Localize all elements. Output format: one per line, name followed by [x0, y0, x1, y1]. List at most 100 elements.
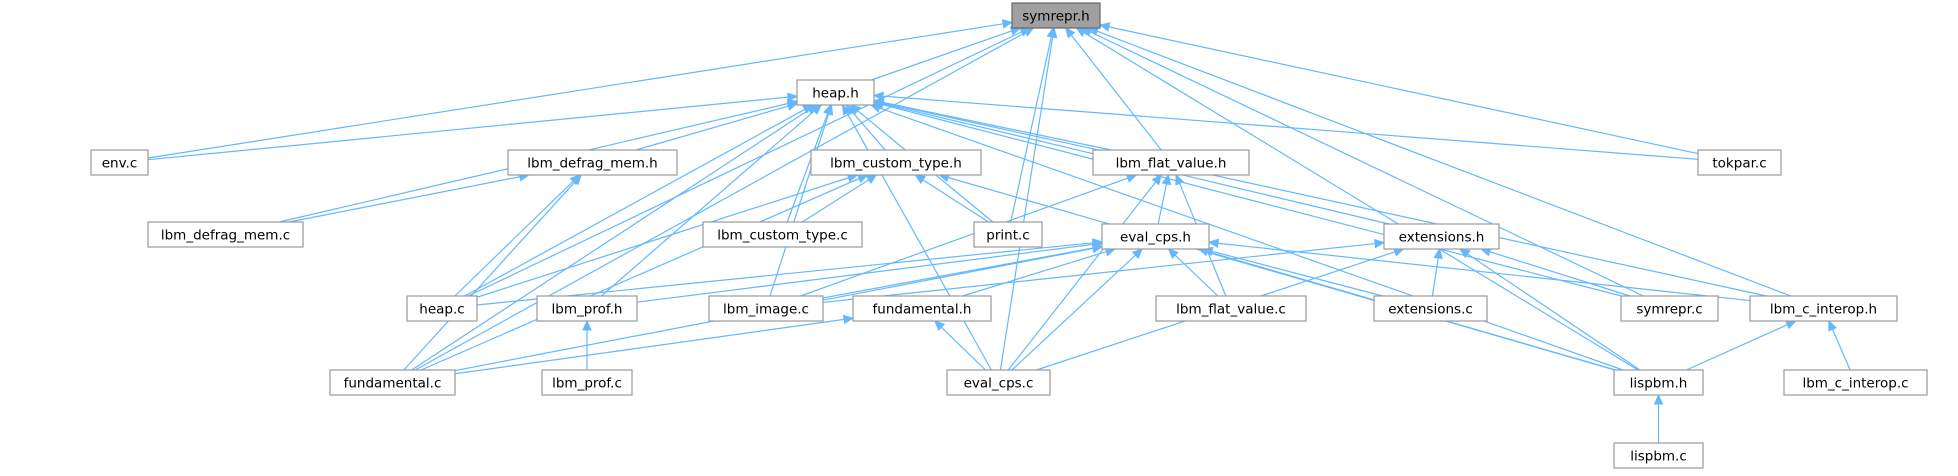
node-fundamental-h[interactable]: fundamental.h: [852, 295, 992, 322]
edge-env_c-to-symrepr_h: [147, 19, 1014, 159]
node-label: lispbm.c: [1630, 449, 1687, 465]
node-label: lbm_c_interop.h: [1770, 302, 1877, 318]
edge-eval_cps_c-to-fundamental_h: [934, 320, 986, 371]
node-lispbm-c[interactable]: lispbm.c: [1613, 442, 1704, 469]
arrowhead: [1785, 320, 1797, 330]
edge-env_c-to-heap_h: [147, 92, 799, 161]
edge-lbm_c_interop_h-to-eval_cps_h: [1207, 238, 1751, 302]
node-label: extensions.c: [1388, 302, 1473, 318]
edge-fundamental_c-to-fundamental_h: [454, 314, 855, 375]
edge-eval_cps_c-to-lbm_flat_value_h: [1007, 174, 1162, 371]
node-symrepr-c[interactable]: symrepr.c: [1620, 295, 1719, 322]
node-fundamental-c[interactable]: fundamental.c: [329, 369, 456, 396]
node-eval-cps-c[interactable]: eval_cps.c: [946, 369, 1051, 396]
arrowhead: [1175, 173, 1185, 186]
node-box: [702, 221, 863, 248]
node-box: [1783, 369, 1928, 396]
node-label: heap.h: [812, 86, 859, 102]
edge-fundamental_h-to-eval_cps_h: [962, 247, 1117, 297]
node-tokpar-c[interactable]: tokpar.c: [1697, 149, 1782, 176]
node-lbm-custom-type-h[interactable]: lbm_custom_type.h: [810, 149, 982, 176]
edge-fundamental_c-to-lbm_defrag_mem_h: [403, 174, 582, 371]
node-box: [329, 369, 456, 396]
node-lbm-prof-h[interactable]: lbm_prof.h: [536, 295, 638, 322]
node-lispbm-h[interactable]: lispbm.h: [1613, 369, 1704, 396]
edge-lbm_prof_c-to-lbm_prof_h: [582, 319, 592, 370]
node-box: [90, 149, 149, 176]
arrowhead: [786, 98, 799, 109]
node-heap-c[interactable]: heap.c: [406, 295, 478, 322]
arrowhead: [872, 91, 884, 101]
node-label: lbm_prof.c: [552, 376, 622, 392]
node-lbm-defrag-mem-c[interactable]: lbm_defrag_mem.c: [147, 221, 304, 248]
node-box: [1749, 295, 1898, 322]
node-label: symrepr.c: [1636, 302, 1702, 318]
arrowhead: [810, 104, 823, 115]
edge-lispbm_c-to-lispbm_h: [1653, 393, 1664, 443]
arrowhead: [1374, 238, 1386, 249]
node-lbm-prof-c[interactable]: lbm_prof.c: [541, 369, 633, 396]
arrowhead: [1098, 22, 1111, 32]
node-label: symrepr.h: [1022, 9, 1089, 25]
node-label: tokpar.c: [1712, 156, 1766, 172]
node-lbm-c-interop-c[interactable]: lbm_c_interop.c: [1783, 369, 1928, 396]
edge-tokpar_c-to-heap_h: [872, 91, 1699, 160]
edge-extensions_c-to-eval_cps_h: [1202, 246, 1383, 297]
node-print-c[interactable]: print.c: [973, 221, 1043, 248]
node-box: [1613, 442, 1704, 469]
arrowhead: [1046, 26, 1056, 39]
arrowhead: [845, 104, 857, 116]
node-box: [1383, 223, 1500, 250]
node-lbm-flat-value-c[interactable]: lbm_flat_value.c: [1155, 295, 1307, 322]
node-label: fundamental.c: [344, 376, 442, 392]
node-box: [1101, 223, 1210, 250]
arrowhead: [1433, 247, 1443, 260]
arrowhead: [1167, 248, 1179, 260]
node-box: [708, 295, 824, 322]
edge-eval_cps_h-to-lbm_flat_value_h: [1157, 173, 1172, 225]
node-lbm-image-c[interactable]: lbm_image.c: [708, 295, 824, 322]
edge-lbm_defrag_mem_c-to-lbm_defrag_mem_h: [289, 172, 530, 223]
node-label: lbm_flat_value.c: [1176, 302, 1286, 318]
node-box: [796, 79, 875, 106]
node-box: [973, 221, 1043, 248]
arrowhead: [934, 320, 946, 332]
node-lbm-flat-value-h[interactable]: lbm_flat_value.h: [1092, 149, 1250, 176]
node-lbm-defrag-mem-h[interactable]: lbm_defrag_mem.h: [507, 149, 678, 176]
node-symrepr-h[interactable]: symrepr.h: [1011, 2, 1101, 29]
node-label: eval_cps.h: [1120, 230, 1191, 246]
node-label: print.c: [986, 228, 1029, 244]
node-extensions-h[interactable]: extensions.h: [1383, 223, 1500, 250]
edge-print_c-to-symrepr_h: [1010, 26, 1056, 223]
edge-lbm_prof_h-to-heap_h: [600, 104, 823, 297]
node-box: [1155, 295, 1307, 322]
edge-heap_c-to-lbm_defrag_mem_h: [454, 174, 581, 297]
node-lbm-custom-type-c[interactable]: lbm_custom_type.c: [702, 221, 863, 248]
edge-eval_cps_c-to-heap_h: [841, 103, 992, 371]
arrowhead: [869, 103, 882, 113]
arrowhead: [1151, 174, 1162, 186]
node-eval-cps-h[interactable]: eval_cps.h: [1101, 223, 1210, 250]
node-box: [507, 149, 678, 176]
arrowhead: [865, 174, 878, 185]
node-lbm-c-interop-h[interactable]: lbm_c_interop.h: [1749, 295, 1898, 322]
arrowhead: [787, 92, 799, 102]
arrowhead: [582, 319, 592, 331]
node-label: lispbm.h: [1630, 376, 1688, 392]
arrowhead: [1065, 27, 1076, 39]
arrowhead: [1653, 393, 1664, 405]
node-extensions-c[interactable]: extensions.c: [1373, 295, 1488, 322]
node-label: lbm_custom_type.c: [717, 228, 848, 244]
node-heap-h[interactable]: heap.h: [796, 79, 875, 106]
edge-extensions_c-to-extensions_h: [1431, 247, 1443, 297]
node-label: lbm_image.c: [723, 302, 809, 318]
node-label: lbm_prof.h: [552, 302, 623, 318]
edge-lbm_flat_value_h-to-symrepr_h: [1065, 27, 1162, 151]
edge-heap_h-to-symrepr_h: [871, 26, 1022, 81]
arrowhead: [1161, 173, 1172, 186]
node-box: [1620, 295, 1719, 322]
arrowhead: [571, 174, 582, 186]
node-env-c[interactable]: env.c: [90, 149, 149, 176]
node-box: [1697, 149, 1782, 176]
